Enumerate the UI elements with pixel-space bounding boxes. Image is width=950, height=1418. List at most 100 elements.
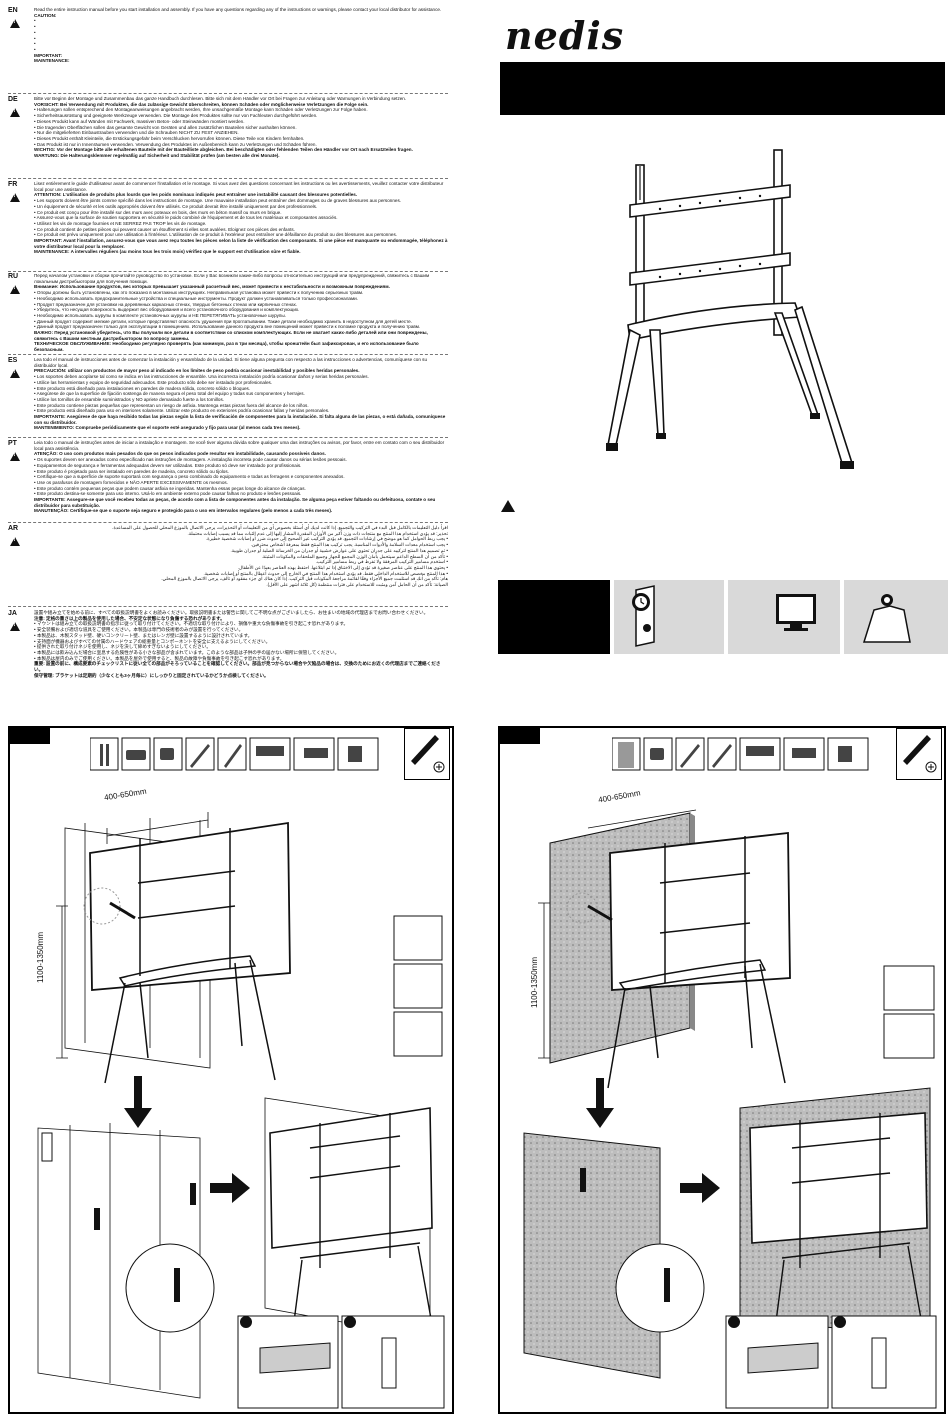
lang-block-de: DE Bitte vor Beginn der Montage und Zusa… xyxy=(8,96,448,176)
instruction-line: • Os suportes devem ser anexados como es… xyxy=(34,457,347,463)
divider xyxy=(8,437,448,438)
warning-triangle-icon xyxy=(501,500,515,512)
step-tab xyxy=(10,728,50,744)
instruction-line: ATTENTION: L'utilisation de produits plu… xyxy=(34,192,358,198)
instruction-line: 重要: 設置の前に、構成要素のチェックリストに従い全ての部品がそろっていることを… xyxy=(34,661,441,673)
product-illustration xyxy=(606,149,854,469)
lang-block-en: EN Read the entire instruction manual be… xyxy=(8,7,448,117)
spec-cell-weight xyxy=(844,580,948,654)
spec-cell-tv xyxy=(728,580,840,654)
instruction-line: • Данный продукт предназначен только для… xyxy=(34,324,421,330)
lang-text: Read the entire instruction manual befor… xyxy=(34,7,448,64)
instruction-line: Lea todo el manual de instrucciones ante… xyxy=(34,357,428,368)
assembly-diagram-wood xyxy=(37,812,445,1409)
instruction-line: IMPORTANTE: Assegure-se que você recebeu… xyxy=(34,497,436,508)
lang-block-pt: PT Leia todo o manual de instruções ante… xyxy=(8,440,448,520)
instruction-line: • Este producto está diseñado para insta… xyxy=(34,385,251,391)
assembly-panel-wood-wall: 400-650mm 1100-1350mm xyxy=(8,726,454,1414)
back-left-leg xyxy=(649,329,665,436)
instruction-line: • Les supports doivent être joints comme… xyxy=(34,198,402,204)
instruction-line: ВАЖНО: Перед установкой убедитесь, что В… xyxy=(34,330,428,341)
bottom-bracket xyxy=(629,252,791,286)
lang-code: EN xyxy=(8,7,18,14)
instruction-line: • Asegúrese de que la superficie de fija… xyxy=(34,391,305,397)
instruction-line: ATENÇÃO: O uso com produtos mais pesados… xyxy=(34,451,326,457)
lang-code: ES xyxy=(8,357,18,364)
instruction-line: MANTENIMIENTO: Compruebe periódicamente … xyxy=(34,425,301,431)
instruction-line: • استخدم مسامير التركيب المرفقة ولا تفرط… xyxy=(315,559,448,565)
instruction-line: IMPORTANT: xyxy=(34,52,62,58)
instruction-line: • xyxy=(34,18,36,24)
lang-code: AR xyxy=(8,525,19,532)
instruction-line: • 提供された取り付けネジを使用し、ネジを決して締めすぎないようにしてください。 xyxy=(34,644,211,650)
instruction-line: ТЕХНИЧЕСКОЕ ОБСЛУЖИВАНИЕ: Необходимо рег… xyxy=(34,341,419,353)
height-dimension-label: 1100-1350mm xyxy=(530,957,539,1008)
lang-text: Bitte vor Beginn der Montage und Zusamme… xyxy=(34,96,448,159)
screwdriver-box xyxy=(896,728,942,780)
instruction-line: WARTUNG: Die Halterungsklemmer regelmäßi… xyxy=(34,153,280,159)
instruction-line: • Das Produkt ist nur in Innenräumen ver… xyxy=(34,141,317,147)
instruction-line: • Необходимо использовать предохранитель… xyxy=(34,295,358,301)
instruction-line: • يجب ربط الحوامل كما هو موضح في إرشادات… xyxy=(206,536,448,542)
lang-block-ja: JA 設置や組み立てを始める前に、すべての取扱説明書をよくお読みください。取扱説… xyxy=(8,610,448,695)
instruction-line: • 本製品は屋内のみでご使用ください。本製品を屋外で使用すると、製品の故障や負傷… xyxy=(34,655,285,661)
instruction-line: WICHTIG: Vor der Montage bitte alle erha… xyxy=(34,147,413,153)
top-bracket xyxy=(629,184,791,218)
title-band xyxy=(500,62,945,115)
instruction-line: تحذير: قد يؤدي استخدام هذا المنتج مع منت… xyxy=(187,530,449,536)
instruction-line: • Certifique-se que a superfície de supo… xyxy=(34,474,345,480)
instruction-line: • 安全装備および適切な道具をご使用ください。本製品は専門の技術者のみが設置を行… xyxy=(34,627,244,633)
lang-code: DE xyxy=(8,96,18,103)
instruction-line: • xyxy=(34,29,36,35)
warning-icon xyxy=(10,285,20,294)
instruction-line: • تم تصميم هذا المنتج لتركيبه على جدران … xyxy=(230,547,448,553)
phillips-screwdriver-icon xyxy=(411,735,445,773)
instruction-line: • xyxy=(34,46,36,52)
instruction-line: • xyxy=(34,41,36,47)
step-tab xyxy=(500,728,540,744)
warning-icon xyxy=(10,193,20,202)
instruction-line: • Este producto está diseñado para uso e… xyxy=(34,408,330,414)
instruction-line: • Die tragenden Oberflächen sollen das g… xyxy=(34,124,297,130)
lang-code: JA xyxy=(8,610,17,617)
instruction-line: IMPORTANT: Avant l'installation, assurez… xyxy=(34,238,448,249)
warning-icon xyxy=(10,369,20,378)
lang-block-es: ES Lea todo el manual de instrucciones a… xyxy=(8,357,448,437)
instruction-line: • تأكد من أن السطح الداعم سيتحمل بأمان ا… xyxy=(261,553,448,559)
instruction-line: • Equipamentos de segurança e ferramenta… xyxy=(34,462,302,468)
tv-icon xyxy=(776,594,816,631)
instruction-line: • Este produto contém pequenas peças que… xyxy=(34,485,306,491)
lang-block-ru: RU Перед началом установки и сборки проч… xyxy=(8,273,448,353)
warning-icon xyxy=(10,452,20,461)
instruction-line: CAUTION: xyxy=(34,12,57,18)
instruction-line: • xyxy=(34,24,36,30)
lang-text: Lea todo el manual de instrucciones ante… xyxy=(34,357,448,431)
instruction-line: • Ce produit est prévu uniquement pour u… xyxy=(34,232,398,238)
instruction-line: الصيانة: تأكد من أن الحامل آمن ومثبت للا… xyxy=(266,582,448,588)
divider xyxy=(8,606,448,607)
warning-icon xyxy=(10,108,20,117)
divider xyxy=(8,178,448,179)
instruction-line: • Los soportes deben acoplarse tal como … xyxy=(34,374,369,380)
tool-strip xyxy=(612,737,869,771)
lang-text: Перед началом установки и сборки прочита… xyxy=(34,273,448,353)
lang-text: اقرأ دليل التعليمات بالكامل قبل البدء في… xyxy=(34,525,448,588)
height-dimension-label: 1100-1350mm xyxy=(36,932,45,983)
instruction-line: • Опоры должны быть установлены, как это… xyxy=(34,290,364,296)
tool-strip xyxy=(90,737,379,771)
phillips-screwdriver-icon xyxy=(903,735,937,773)
warning-icon xyxy=(10,537,20,546)
instruction-line: Lisez entièrement le guide d'utilisateur… xyxy=(34,181,444,192)
instruction-line: PRECAUCIÓN: utilizar con productos de ma… xyxy=(34,368,360,374)
instruction-line: • Halterungen sollen entsprechend den Mo… xyxy=(34,107,368,113)
divider xyxy=(8,522,448,523)
weight-icon xyxy=(862,594,911,643)
instruction-line: • Необходимо использовать шурупы в компл… xyxy=(34,312,286,318)
lang-text: 設置や組み立てを始める前に、すべての取扱説明書をよくお読みください。取扱説明書ま… xyxy=(34,610,448,678)
instruction-line: هام: تأكد من أنك قد استلمت جميع الأجزاء … xyxy=(161,576,448,582)
warning-icon xyxy=(10,19,20,28)
instruction-line: • Assurez-vous que la surface de soutien… xyxy=(34,215,338,221)
instruction-line: • يجب استخدام معدات السلامة والأدوات الم… xyxy=(250,542,448,548)
divider xyxy=(8,354,448,355)
instruction-line: • Sicherheitsausrüstung und geeignete We… xyxy=(34,113,318,119)
